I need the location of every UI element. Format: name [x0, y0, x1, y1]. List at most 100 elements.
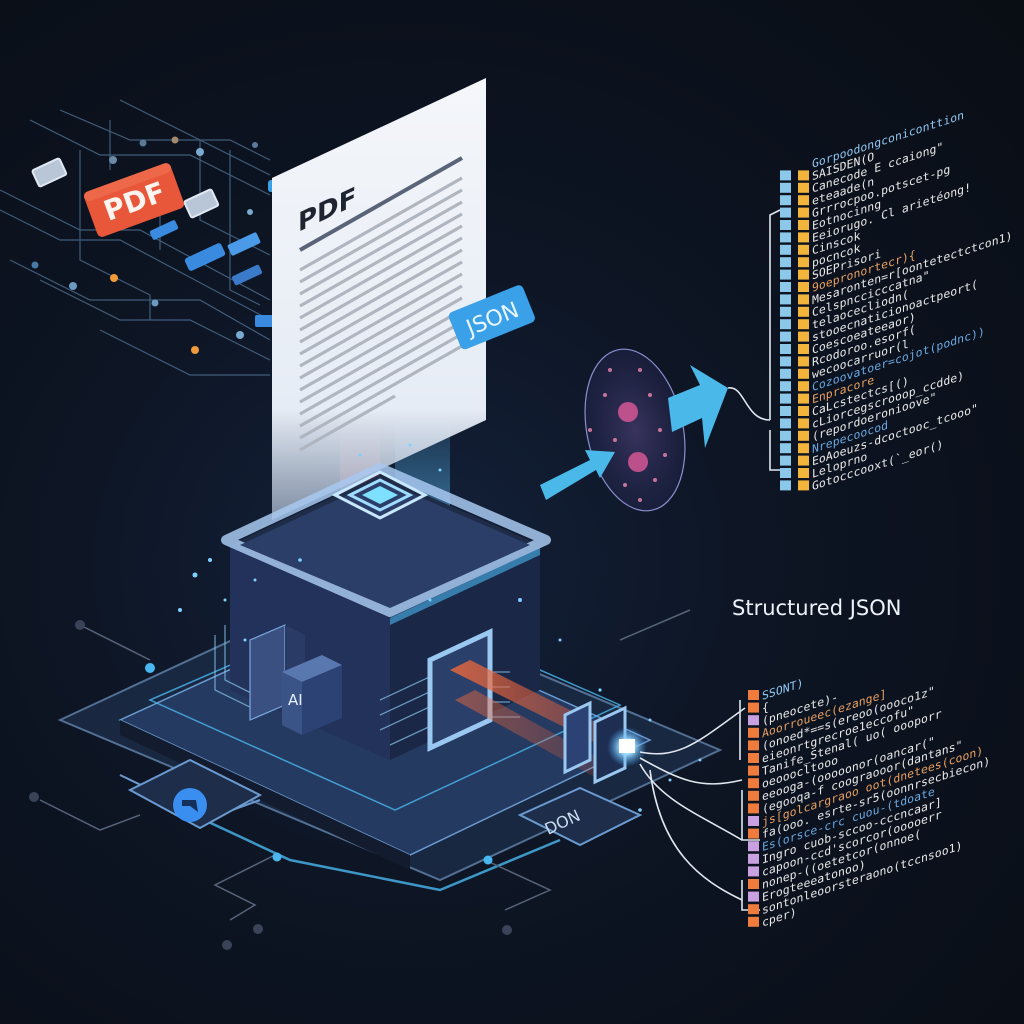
- gutter-marker: [798, 294, 809, 305]
- gutter-marker: [748, 853, 759, 864]
- gutter-marker: [798, 381, 809, 392]
- gutter-marker: [748, 765, 759, 776]
- gutter-marker: [798, 182, 809, 193]
- gutter-marker: [780, 455, 791, 466]
- gutter-marker: [780, 393, 791, 404]
- gutter-marker: [798, 356, 809, 367]
- gutter-marker: [748, 916, 759, 927]
- gutter-marker: [780, 257, 791, 268]
- gutter-marker: [780, 319, 791, 330]
- gutter-marker: [780, 170, 791, 181]
- ai-module: AI: [282, 655, 342, 735]
- gutter-marker: [780, 207, 791, 218]
- gutter-marker: [798, 269, 809, 280]
- gutter-marker: [798, 418, 809, 429]
- output-connector: [563, 700, 647, 785]
- gutter-marker: [780, 331, 791, 342]
- gutter-marker: [798, 430, 809, 441]
- gutter-marker: [780, 356, 791, 367]
- arrow-right-icon: [540, 365, 728, 500]
- gutter-marker: [748, 740, 759, 751]
- gutter-marker: [780, 282, 791, 292]
- gutter-marker: [798, 344, 809, 354]
- gutter-marker: [780, 430, 791, 441]
- gutter-marker: [798, 220, 809, 230]
- gutter-marker: [748, 904, 759, 915]
- json-tag: JSON: [448, 285, 535, 350]
- gutter-marker: [780, 418, 791, 429]
- code-line: SSONT): [762, 676, 803, 703]
- bottom-code-lines: SSONT){(pneocete)-Aoorroueec(ezange](ono…: [762, 676, 990, 930]
- bottom-connectors: [39, 609, 691, 921]
- gutter-marker: [798, 282, 809, 292]
- gutter-marker: [798, 306, 809, 317]
- gutter-marker: [798, 257, 809, 268]
- gutter-marker: [748, 715, 759, 726]
- gutter-marker: [748, 816, 759, 826]
- gutter-marker: [798, 170, 809, 181]
- file-tiles: [31, 157, 220, 219]
- gutter-marker: [748, 828, 759, 839]
- gutter-marker: [780, 381, 791, 392]
- gutter-marker: [798, 368, 809, 379]
- gutter-marker: [780, 220, 791, 230]
- output-section-title: Structured JSON: [732, 596, 901, 620]
- bottom-code-tree: [639, 700, 760, 911]
- gutter-marker: [748, 790, 759, 801]
- ai-processor-chip: AI: [214, 463, 551, 760]
- gutter-marker: [798, 443, 809, 454]
- gutter-marker: [748, 690, 759, 700]
- particles: [178, 443, 702, 812]
- gutter-marker: [798, 480, 809, 491]
- code-line: {: [762, 700, 769, 716]
- gutter-marker: [748, 891, 759, 902]
- gutter-marker: [780, 443, 791, 454]
- pdf-document: PDF: [272, 78, 486, 520]
- chip-core-icon: [331, 470, 429, 520]
- circuit-nodes: [31, 136, 258, 354]
- gutter-marker: [780, 468, 791, 478]
- gutter-marker: [780, 244, 791, 255]
- left-icon-pad: [127, 758, 263, 830]
- gutter-marker: [798, 468, 809, 478]
- tile-icon: [183, 188, 220, 219]
- tile-icon: [31, 157, 68, 188]
- gutter-marker: [748, 841, 759, 852]
- gears-filter-icon: [584, 348, 686, 512]
- gutter-marker: [780, 368, 791, 379]
- gutter-marker: [780, 269, 791, 280]
- gutter-marker: [748, 702, 759, 713]
- gutter-marker: [748, 727, 759, 738]
- gutter-marker: [798, 331, 809, 342]
- gutter-marker: [798, 207, 809, 218]
- gutter-marker: [748, 866, 759, 877]
- gutter-marker: [780, 182, 791, 193]
- gutter-marker: [798, 232, 809, 243]
- chip-label-ai: AI: [288, 691, 303, 709]
- gutter-marker: [780, 195, 791, 206]
- orange-data-stream: [450, 660, 640, 755]
- output-port-pad: DON: [517, 786, 643, 847]
- gutter-marker: [780, 344, 791, 354]
- gutter-marker: [780, 232, 791, 243]
- gutter-marker: [798, 195, 809, 206]
- top-code-tree: [727, 209, 782, 471]
- gutter-marker: [748, 753, 759, 763]
- gutter-marker: [780, 294, 791, 305]
- gutter-marker: [748, 879, 759, 889]
- circuit-traces: [0, 99, 271, 376]
- top-code-lines: GorpoodongconiconttionSAISDEN(OCanecode …: [812, 108, 1012, 493]
- gutter-marker: [780, 480, 791, 491]
- gutter-marker: [748, 803, 759, 814]
- document-text-lines: [299, 176, 463, 452]
- pdf-tag: PDF: [83, 163, 185, 237]
- gutter-marker: [798, 406, 809, 416]
- gutter-marker: [780, 306, 791, 317]
- gutter-marker: [798, 319, 809, 330]
- gutter-marker: [798, 244, 809, 255]
- top-code-gutter: [780, 170, 809, 491]
- gutter-marker: [748, 778, 759, 789]
- gutter-marker: [798, 455, 809, 466]
- bottom-connector-nodes: [29, 620, 512, 950]
